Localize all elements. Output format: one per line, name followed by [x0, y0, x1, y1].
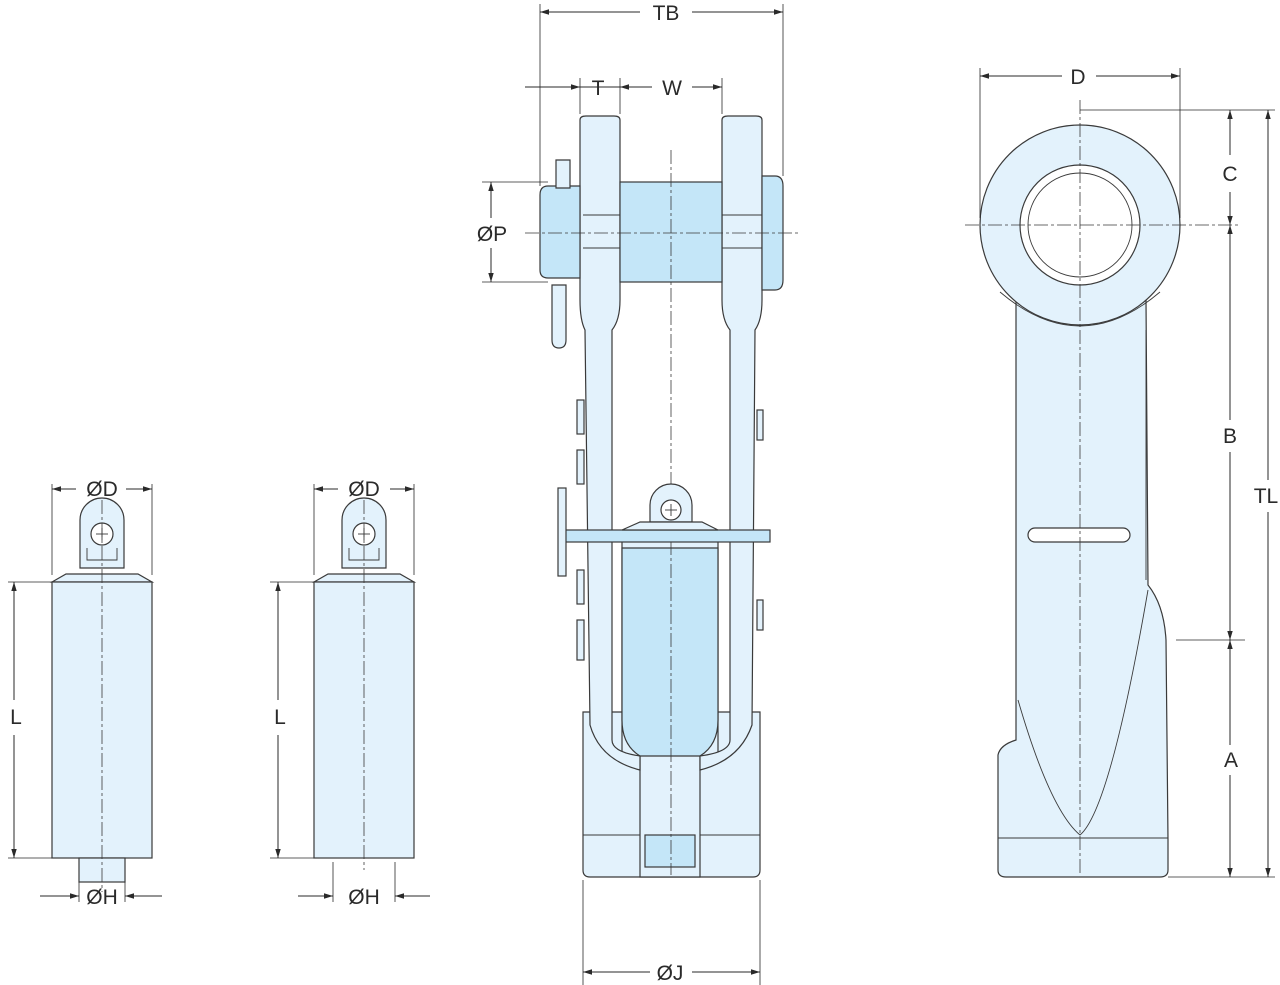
- clevis-w-label: W: [662, 77, 682, 100]
- bolt-left-length-label: L: [10, 706, 22, 729]
- bolt-view-left: ØD L ØH: [8, 478, 162, 909]
- clevis-dia-j-label: ØJ: [657, 962, 684, 985]
- bolt-left-dia-d-label: ØD: [86, 478, 118, 501]
- eye-tl-label: TL: [1254, 485, 1279, 508]
- clevis-view: TB T W ØP ØJ: [477, 2, 798, 985]
- clevis-tb-label: TB: [653, 2, 680, 25]
- clevis-dia-p-label: ØP: [477, 223, 507, 246]
- eye-link-view: D C B A TL: [965, 66, 1279, 878]
- bolt-plain-length-label: L: [274, 706, 286, 729]
- bolt-view-center-left: ØD L ØH: [270, 478, 430, 909]
- bolt-plain-dia-d-label: ØD: [348, 478, 380, 501]
- eye-a-label: A: [1224, 749, 1238, 772]
- eye-d-label: D: [1070, 66, 1085, 89]
- bolt-left-dia-h-label: ØH: [86, 886, 118, 909]
- clevis-t-label: T: [592, 77, 605, 100]
- eye-b-label: B: [1223, 425, 1237, 448]
- eye-c-label: C: [1222, 163, 1237, 186]
- bolt-plain-dia-h-label: ØH: [348, 886, 380, 909]
